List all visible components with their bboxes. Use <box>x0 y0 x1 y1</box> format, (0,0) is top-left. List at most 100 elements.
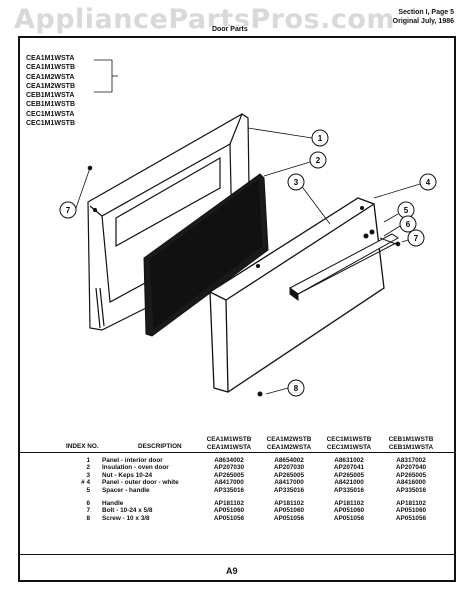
description-column-header: DESCRIPTION <box>138 443 182 450</box>
callout-7-left: 7 <box>59 201 77 219</box>
part-number-cell: AP265005 <box>395 471 427 479</box>
index-cell: 5 <box>86 486 90 494</box>
part-number-cell: A8631002 <box>334 457 364 464</box>
callout-7-right: 7 <box>407 229 425 247</box>
model-list: CEA1M1WSTA CEA1M1WSTB CEA1M2WSTA CEA1M2W… <box>26 54 75 128</box>
leader-lines <box>75 127 421 395</box>
part-number-cell: A8417000 <box>214 479 244 487</box>
part-number-cell: AP181102 <box>274 499 304 507</box>
part-number-cell: A8654002 <box>274 457 304 464</box>
model-name: CEA1M2WSTA <box>266 443 312 451</box>
part-number-cell: AP051056 <box>273 514 305 522</box>
index-cell: 6 <box>86 499 90 507</box>
callout-4: 4 <box>419 173 437 191</box>
description-cell: Panel - interior door <box>102 457 163 464</box>
model-item: CEA1M1WSTB <box>26 64 76 72</box>
model-item: CEC1M1WSTA <box>26 110 75 118</box>
callout-1: 1 <box>311 129 329 147</box>
part-number-cell: AP051056 <box>333 514 365 522</box>
part-number-cell: A8317002 <box>396 457 426 464</box>
model-item: CEC1M1WSTB <box>26 120 76 128</box>
part-number-cell: AP051060 <box>395 507 427 515</box>
callout-label: 1 <box>318 134 323 143</box>
callout-label: 5 <box>404 206 409 215</box>
part-number-cell: AP265005 <box>273 471 305 479</box>
page-frame <box>18 36 456 582</box>
callout-label: 8 <box>294 384 299 393</box>
table-row: 1 Panel - interior door A8634002 A865400… <box>20 457 454 464</box>
callout-label: 2 <box>316 156 321 165</box>
description-cell: Insulation - oven door <box>102 464 169 472</box>
index-cell: 8 <box>86 514 90 522</box>
index-cell: 3 <box>86 471 90 479</box>
callout-2: 2 <box>309 151 327 169</box>
page-number: A9 <box>226 566 238 576</box>
model-item: CEA1M1WSTA <box>26 55 75 62</box>
model-name: CEA1M2WSTB <box>266 436 312 443</box>
part-number-cell: AP265005 <box>333 471 365 479</box>
description-cell: Nut - Keps 10-24 <box>102 471 153 479</box>
model-column-header: CEC1M1WSTB CEC1M1WSTA <box>320 436 378 451</box>
table-row: 2 Insulation - oven door AP207030 AP2070… <box>20 464 454 471</box>
part-number-cell: A8421000 <box>334 479 364 487</box>
part-number-cell: AP335016 <box>213 486 245 494</box>
parts-table-header: INDEX NO. DESCRIPTION CEA1M1WSTB CEA1M1W… <box>20 432 454 452</box>
index-cell: 1 <box>86 457 90 464</box>
part-number-cell: A8417000 <box>274 479 304 487</box>
watermark: AppliancePartsPros.com <box>14 4 396 35</box>
model-item: CEA1M2WSTB <box>26 82 76 90</box>
table-row: # 4 Panel - outer door - white A8417000 … <box>20 479 454 486</box>
table-row: 8 Screw - 10 x 3/8 AP051056 AP051056 AP0… <box>20 515 454 522</box>
table-row: 7 Bolt - 10-24 x 5/8 AP051060 AP051060 A… <box>20 507 454 514</box>
part-number-cell: AP181102 <box>396 499 426 507</box>
part-number-cell: AP051056 <box>213 514 245 522</box>
model-column-header: CEA1M2WSTB CEA1M2WSTA <box>260 436 318 451</box>
model-column-header: CEA1M1WSTB CEA1M1WSTA <box>200 436 258 451</box>
description-cell: Bolt - 10-24 x 5/8 <box>102 507 153 515</box>
index-cell: 7 <box>86 507 90 515</box>
model-name: CEC1M1WSTA <box>326 443 372 451</box>
callout-label: 6 <box>406 220 411 229</box>
part-number-cell: AP335016 <box>273 486 305 494</box>
part-number-cell: AP051060 <box>333 507 365 515</box>
model-item: CEB1M1WSTB <box>26 101 76 109</box>
original-date: Original July, 1986 <box>392 18 454 25</box>
model-name: CEB1M1WSTA <box>388 443 434 451</box>
part-number-cell: AP265005 <box>213 471 245 479</box>
part-number-cell: AP207030 <box>213 464 245 472</box>
model-item: CEA1M2WSTA <box>26 73 75 81</box>
description-cell: Panel - outer door - white <box>102 479 179 487</box>
index-cell: # 4 <box>81 479 90 487</box>
door-handle <box>289 233 399 301</box>
footer-rule <box>20 554 454 555</box>
part-number-cell: AP207030 <box>273 464 305 472</box>
callout-label: 7 <box>414 234 419 243</box>
model-name: CEB1M1WSTB <box>388 436 434 443</box>
parts-table: INDEX NO. DESCRIPTION CEA1M1WSTB CEA1M1W… <box>20 432 454 522</box>
callout-label: 3 <box>294 178 299 187</box>
part-number-cell: AP051056 <box>395 514 427 522</box>
model-name: CEA1M1WSTA <box>206 443 252 451</box>
index-cell: 2 <box>86 464 90 472</box>
callout-8: 8 <box>287 379 305 397</box>
model-name: CEC1M1WSTB <box>326 436 372 443</box>
part-number-cell: AP181102 <box>334 499 364 507</box>
callout-6: 6 <box>399 215 417 233</box>
callout-3: 3 <box>287 173 305 191</box>
table-row: 6 Handle AP181102 AP181102 AP181102 AP18… <box>20 500 454 507</box>
part-number-cell: AP181102 <box>214 499 244 507</box>
model-column-header: CEB1M1WSTB CEB1M1WSTA <box>382 436 440 451</box>
description-cell: Spacer - handle <box>102 486 150 494</box>
callout-label: 7 <box>66 206 71 215</box>
description-cell: Screw - 10 x 3/8 <box>102 514 150 522</box>
model-bracket-lines <box>94 59 118 93</box>
section-page: Section I, Page 5 <box>398 9 454 16</box>
insulation-panel <box>143 173 269 337</box>
model-item: CEB1M1WSTA <box>26 92 75 100</box>
part-number-cell: AP051060 <box>273 507 305 515</box>
callout-5: 5 <box>397 201 415 219</box>
table-row: 3 Nut - Keps 10-24 AP265005 AP265005 AP2… <box>20 472 454 479</box>
part-number-cell: AP051060 <box>213 507 245 515</box>
part-number-cell: AP335016 <box>333 486 365 494</box>
part-number-cell: AP207040 <box>395 464 427 472</box>
